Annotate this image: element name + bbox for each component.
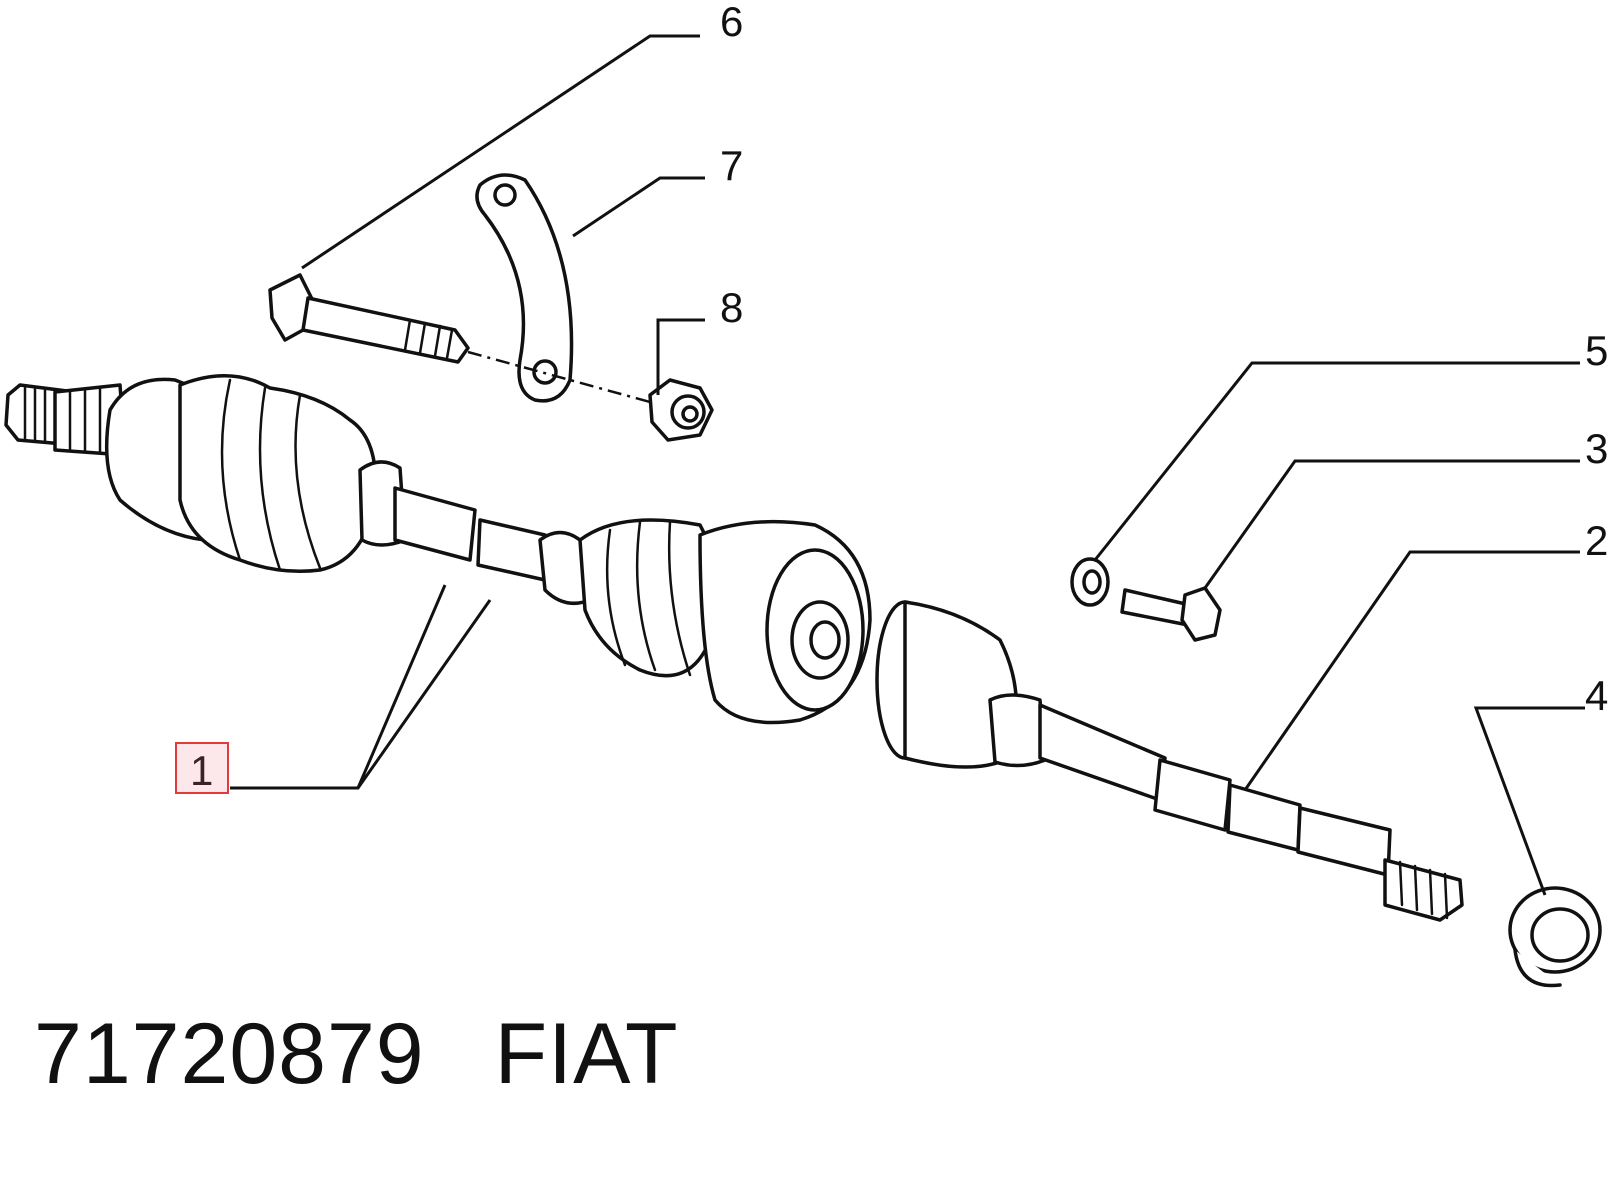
leader-5 xyxy=(1093,361,1580,561)
assembly-axis-line xyxy=(467,350,651,404)
leader-1 xyxy=(230,584,492,790)
part-number: 71720879 xyxy=(34,1006,425,1102)
callout-8: 8 xyxy=(720,284,743,331)
brand-name: FIAT xyxy=(494,1006,679,1102)
callout-2: 2 xyxy=(1585,517,1608,564)
part-4-seal xyxy=(1508,886,1602,988)
callout-5: 5 xyxy=(1585,327,1608,374)
callout-3: 3 xyxy=(1585,425,1608,472)
callout-4: 4 xyxy=(1585,672,1608,719)
part-6-bolt xyxy=(268,273,470,364)
leader-8 xyxy=(656,318,705,395)
part-3-bolt xyxy=(1120,586,1222,642)
leader-6 xyxy=(301,34,700,270)
part-8-nut xyxy=(648,378,714,442)
footer-caption: 71720879 FIAT xyxy=(34,1005,679,1104)
callout-1: 1 xyxy=(190,747,213,794)
callout-6: 6 xyxy=(720,0,743,45)
part-1-drive-shaft xyxy=(4,374,872,725)
leader-7 xyxy=(572,176,705,238)
leader-4 xyxy=(1473,706,1585,896)
part-5-washer xyxy=(1070,557,1110,607)
callout-7: 7 xyxy=(720,142,743,189)
callout-1-highlight xyxy=(175,742,229,794)
leader-2 xyxy=(1243,550,1580,791)
leader-3 xyxy=(1203,459,1580,589)
part-2-shaft-joint xyxy=(875,600,1464,922)
